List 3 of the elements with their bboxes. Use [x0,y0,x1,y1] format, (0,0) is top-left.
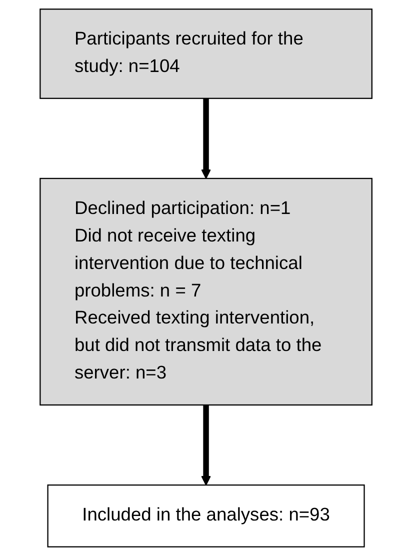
process-box: Declined participation: n=1 Did not receive texting intervention due to technical problems: n = 7 Received texting intervention, but did not transmit data to the server: n=3 [40,178,372,406]
process-box: Included in the analyses: n=93 [47,484,365,548]
process-box: Participants recruited for the study: n=104 [40,8,372,99]
